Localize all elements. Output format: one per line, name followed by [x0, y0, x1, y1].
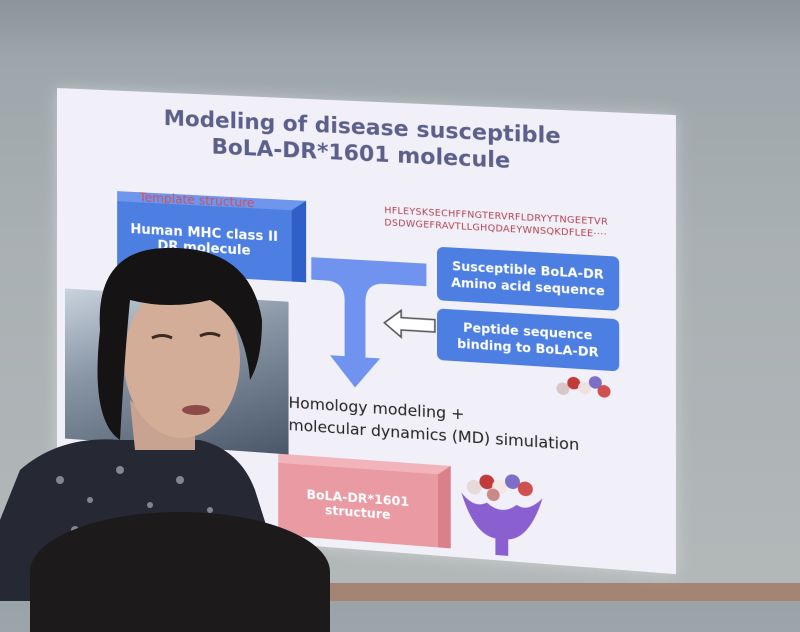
peptide-sequence-box: Peptide sequence binding to BoLA-DR — [436, 308, 620, 372]
template-label: Template structure — [139, 190, 255, 211]
left-arrow-icon — [382, 307, 437, 341]
peptide-beads-icon — [556, 375, 611, 399]
audience-head — [30, 512, 330, 632]
mhc-molecule-icon — [461, 473, 543, 559]
homology-text: Homology modeling + molecular dynamics (… — [289, 391, 580, 456]
projected-slide: Modeling of disease susceptible BoLA-DR*… — [57, 88, 676, 575]
template-structure-box: Template structure Human MHC class II DR… — [117, 190, 307, 283]
result-structure-box: BoLA-DR*1601 structure — [278, 453, 451, 549]
amino-acid-sequence: HFLEYSKSECHFFNGTERVRFLDRYYTNGEETVR DSDWG… — [384, 205, 657, 244]
wall-background — [0, 0, 800, 60]
susceptible-sequence-box: Susceptible BoLA-DR Amino acid sequence — [436, 246, 620, 311]
funnel-arrow-icon — [311, 257, 427, 393]
background-photo — [64, 288, 289, 455]
slide-title: Modeling of disease susceptible BoLA-DR*… — [57, 100, 676, 182]
